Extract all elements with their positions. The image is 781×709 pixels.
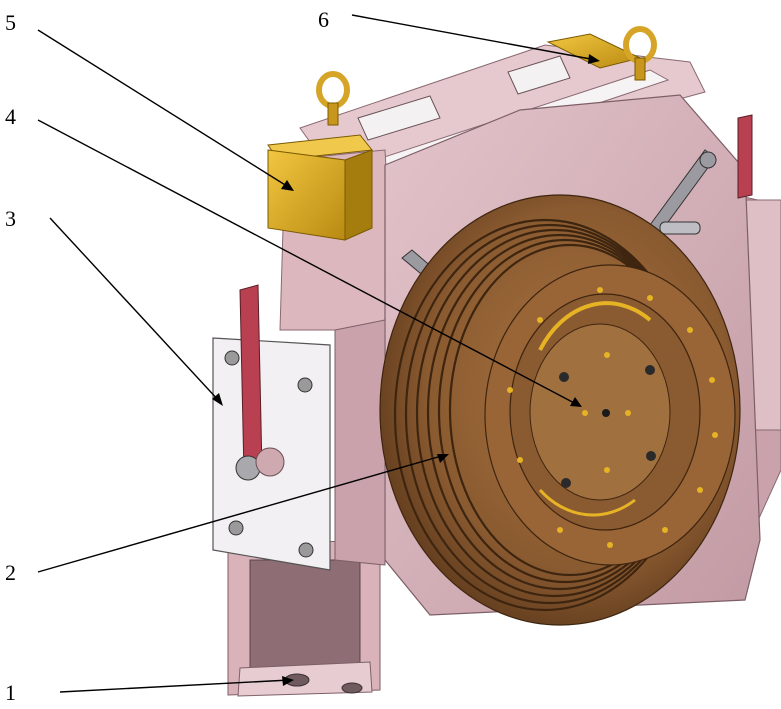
- rotor-highlight: [538, 301, 652, 351]
- arrowhead-5: [281, 180, 294, 191]
- ring-bolt: [557, 527, 563, 533]
- rotor-hub: [529, 323, 671, 501]
- callout-number-5: 5: [5, 10, 16, 35]
- leader-line-4: [37, 119, 579, 406]
- ring-bolt: [517, 457, 523, 463]
- leader-line-6: [351, 14, 597, 61]
- ring-bolt: [607, 542, 613, 548]
- ring-bolt: [597, 287, 603, 293]
- top-cover-right: [507, 55, 571, 95]
- machine-illustration: [212, 26, 781, 697]
- brake-arm-right-pin: [659, 221, 701, 235]
- brake-bolt: [298, 542, 314, 558]
- ring-bolt: [697, 487, 703, 493]
- lifting-eye-right: [623, 26, 657, 81]
- brake-lever-pivot: [255, 447, 285, 477]
- junction-box-side: [344, 149, 373, 241]
- ring-bolt: [712, 432, 718, 438]
- lifting-eye-left: [316, 71, 350, 126]
- brake-bolt: [224, 350, 240, 366]
- hub-bolt: [604, 352, 610, 358]
- callout-leader-lines: [37, 14, 597, 693]
- ring-bolt: [662, 527, 668, 533]
- leader-line-1: [59, 679, 291, 693]
- leader-line-2: [37, 454, 446, 573]
- hub-bolt: [646, 451, 656, 461]
- ring-bolt: [507, 387, 513, 393]
- ring-bolt: [537, 317, 543, 323]
- rotor-center: [602, 409, 610, 417]
- brake-lever-right: [737, 114, 753, 199]
- callout-number-6: 6: [318, 7, 329, 32]
- hub-bolt: [625, 410, 631, 416]
- brake-housing-side: [334, 319, 386, 566]
- brake-bolt: [297, 377, 313, 393]
- callout-number-3: 3: [5, 206, 16, 231]
- hub-bolt: [645, 365, 655, 375]
- hub-bolt: [604, 467, 610, 473]
- arrowhead-4: [570, 397, 582, 407]
- ring-bolt: [647, 295, 653, 301]
- callout-number-1: 1: [5, 680, 16, 705]
- brake-bolt: [228, 520, 244, 536]
- base-bolt-right: [341, 682, 363, 694]
- callout-arrowheads: [212, 54, 600, 686]
- ring-bolt: [687, 327, 693, 333]
- ring-bolt: [709, 377, 715, 383]
- callout-number-4: 4: [5, 104, 16, 129]
- arrowhead-6: [588, 54, 600, 64]
- callout-number-2: 2: [5, 560, 16, 585]
- arrowhead-2: [437, 454, 449, 463]
- arrowhead-1: [282, 676, 294, 686]
- hub-bolt: [582, 410, 588, 416]
- leader-line-5: [37, 29, 291, 189]
- brake-arm-bolt: [699, 151, 717, 169]
- brake-lever-left: [239, 284, 263, 475]
- callout-labels: 1 2 3 4 5 6: [5, 7, 329, 705]
- base-opening: [249, 559, 361, 671]
- hub-bolt: [561, 478, 571, 488]
- hub-bolt: [559, 372, 569, 382]
- top-cover-left: [357, 95, 441, 141]
- rotor-highlight: [538, 488, 636, 517]
- junction-box-front: [267, 149, 346, 241]
- leader-line-3: [49, 217, 221, 403]
- arrowhead-3: [212, 393, 223, 406]
